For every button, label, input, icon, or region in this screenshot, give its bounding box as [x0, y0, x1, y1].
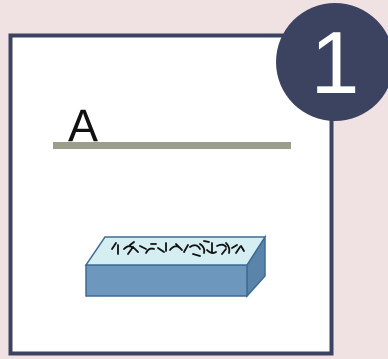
tray-of-debris-icon	[86, 237, 265, 296]
step-number: 1	[311, 13, 360, 112]
letter-a-label: A	[68, 100, 98, 151]
